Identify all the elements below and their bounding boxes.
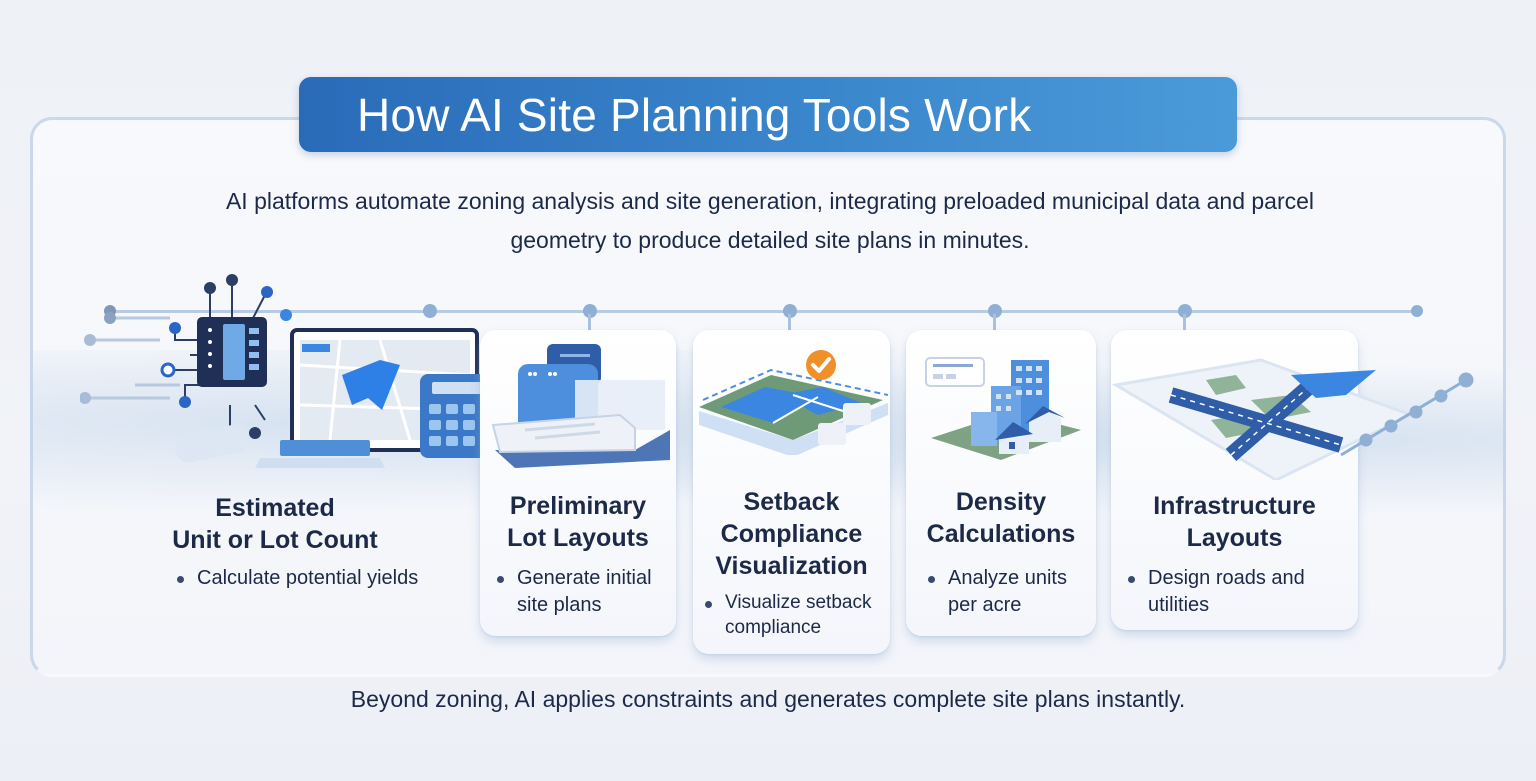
intro-paragraph: AI platforms automate zoning analysis an… xyxy=(110,182,1430,260)
timeline-dot xyxy=(583,304,597,318)
card-bullet: Calculate potential yields xyxy=(175,565,418,592)
card-title-line: Unit or Lot Count xyxy=(172,526,378,554)
layered-documents-icon xyxy=(491,344,670,468)
buildings-houses-icon xyxy=(925,357,1081,460)
card-bullet-line: site plans xyxy=(517,594,602,616)
title-banner: How AI Site Planning Tools Work xyxy=(299,77,1237,152)
timeline-stem xyxy=(588,314,591,330)
intro-line-1: AI platforms automate zoning analysis an… xyxy=(225,188,1315,214)
card-bullet-line: Generate initial xyxy=(517,567,652,589)
card-setback-compliance: Setback Compliance Visualization Visuali… xyxy=(693,330,890,654)
footer-summary: Beyond zoning, AI applies constraints an… xyxy=(350,686,1186,712)
timeline-line xyxy=(110,310,1420,313)
page-title: How AI Site Planning Tools Work xyxy=(357,88,1032,141)
card-title-line: Visualization xyxy=(715,552,868,580)
card-title-line: Infrastructure xyxy=(1153,492,1316,520)
card-infrastructure-layouts: Infrastructure Layouts Design roads and … xyxy=(1111,330,1474,630)
card-density-calculations: Density Calculations Analyze units per a… xyxy=(906,330,1096,636)
timeline-stem xyxy=(1183,314,1186,330)
card-bullet-line: utilities xyxy=(1148,594,1210,616)
card-unit-lot-count: Estimated Unit or Lot Count Calculate po… xyxy=(60,270,480,620)
card-title-line: Preliminary xyxy=(509,492,647,520)
card-title-line: Estimated xyxy=(215,494,335,522)
card-title-line: Compliance xyxy=(720,520,863,548)
card-title: Preliminary Lot Layouts xyxy=(480,490,676,554)
card-title: Estimated Unit or Lot Count xyxy=(80,492,470,556)
card-bullet: Generate initial site plans xyxy=(495,565,652,619)
ai-chip-computer-calculator-icon xyxy=(80,274,480,468)
card-bullet: Analyze units per acre xyxy=(926,565,1067,619)
card-title: Infrastructure Layouts xyxy=(1111,490,1358,554)
site-plan-checkmark-icon xyxy=(699,350,889,455)
timeline-dot xyxy=(423,304,437,318)
timeline-stem xyxy=(993,314,996,330)
card-title-line: Calculations xyxy=(926,520,1076,548)
card-title-line: Density xyxy=(955,488,1047,516)
card-bullet: Visualize setback compliance xyxy=(703,590,871,640)
timeline-dot xyxy=(783,304,797,318)
road-map-icon xyxy=(1111,358,1474,480)
card-bullet-line: compliance xyxy=(725,617,822,638)
card-title-line: Layouts xyxy=(1186,524,1283,552)
timeline-dot xyxy=(988,304,1002,318)
card-preliminary-lot-layouts: Preliminary Lot Layouts Generate initial… xyxy=(480,330,676,636)
timeline-dot xyxy=(1178,304,1192,318)
card-bullet-line: Design roads and xyxy=(1148,567,1305,589)
card-bullet: Design roads and utilities xyxy=(1126,565,1305,619)
card-title-line: Lot Layouts xyxy=(507,524,649,552)
card-bullet-line: Visualize setback xyxy=(725,592,872,613)
timeline-stem xyxy=(788,314,791,330)
card-bullet-line: Analyze units xyxy=(948,567,1067,589)
intro-line-2: geometry to produce detailed site plans … xyxy=(510,227,1030,253)
card-title-line: Setback xyxy=(743,488,840,516)
timeline-dot xyxy=(1411,305,1423,317)
card-title: Density Calculations xyxy=(906,486,1096,550)
card-bullet-line: per acre xyxy=(948,594,1022,616)
card-title: Setback Compliance Visualization xyxy=(693,486,890,582)
